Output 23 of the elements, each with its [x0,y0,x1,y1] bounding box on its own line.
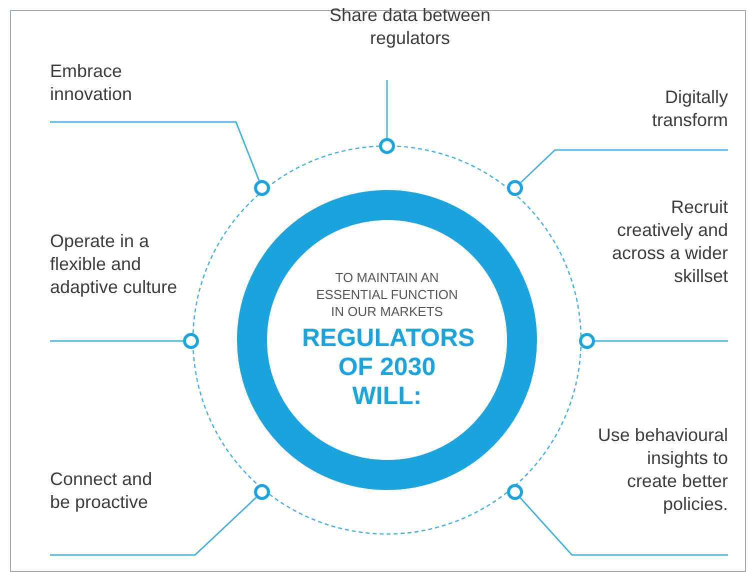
goal-label: Recruit creatively and across a wider skillset [608,196,728,342]
ring-marker [379,138,395,154]
leader-line [50,496,257,556]
goal-label: Embrace innovation [50,60,175,123]
leader-line [595,340,728,342]
leader-line [520,497,728,556]
leader-line [386,80,388,138]
ring-marker [579,333,595,349]
ring-marker [507,484,523,500]
ring-marker [254,180,270,196]
goal-label: Operate in a flexible and adaptive culture [50,230,190,342]
heading: REGULATORS OF 2030 WILL: [302,324,472,411]
subheading: TO MAINTAIN AN ESSENTIAL FUNCTION IN OUR MARKETS [315,269,459,320]
leader-line [50,340,183,342]
ring-marker [254,484,270,500]
ring-marker [507,180,523,196]
goal-label: Share data between regulators [318,4,502,81]
goal-label: Connect and be proactive [50,468,160,556]
leader-line [520,149,728,184]
ring-marker [183,333,199,349]
leader-line [50,121,260,181]
goal-label: Digitally transform [608,86,728,151]
goal-label: Use behavioural insights to create better policies. [596,424,728,556]
